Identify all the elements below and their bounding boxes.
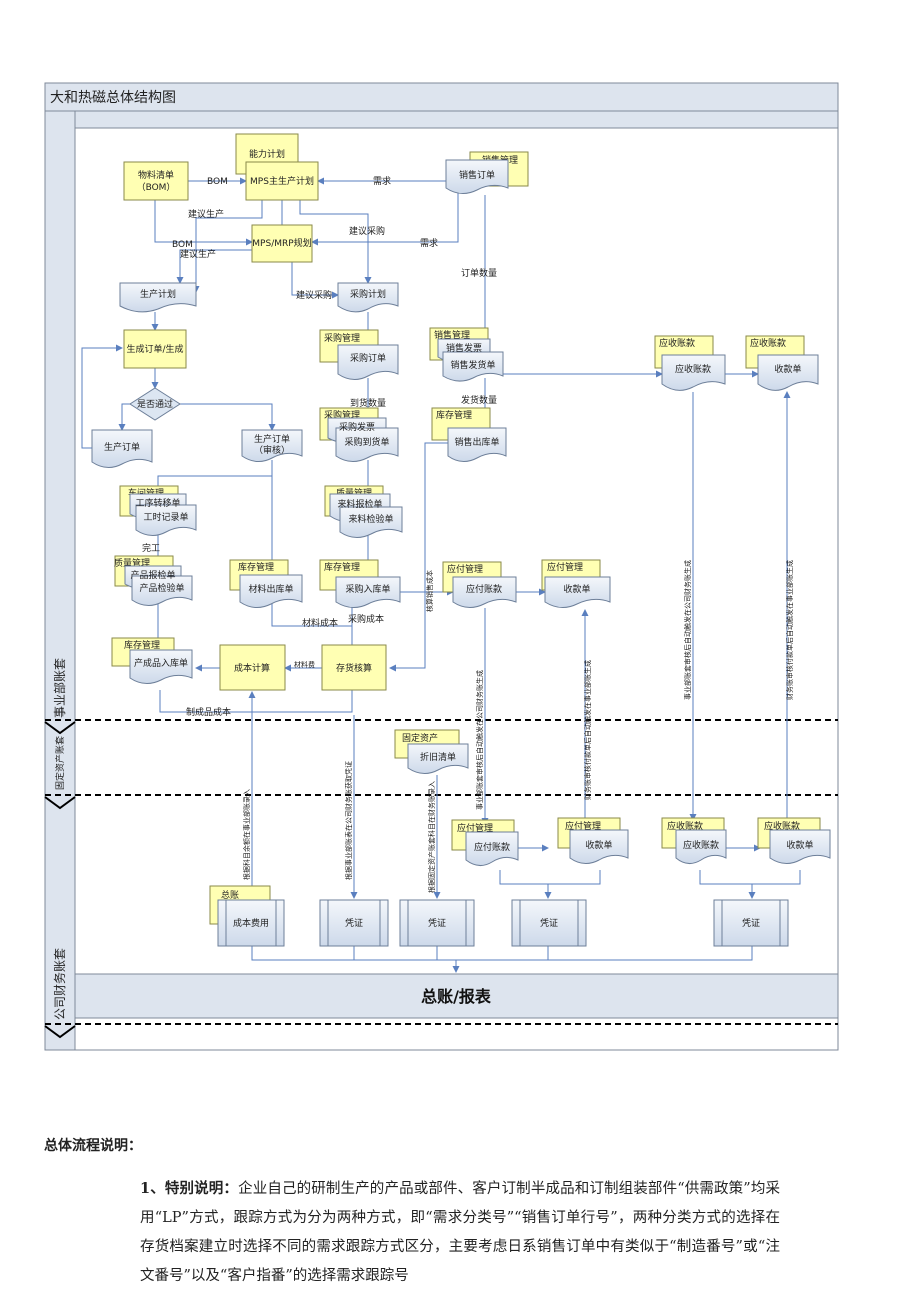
doc-depreciation: 折旧清单 (420, 751, 456, 763)
tag-ar-mgmt1: 应收账款 (659, 337, 695, 349)
tag-purchase-mgmt: 采购管理 (324, 332, 360, 344)
tag-inventory-mgmt4: 库存管理 (124, 639, 160, 651)
create-order-node: 生成订单/生成 (126, 343, 183, 355)
structure-diagram: 大和热磁总体结构图 事业部账套 固定资产账套 公司财务账套 总账/报表 (44, 82, 839, 1051)
doc-purchase-invoice: 采购发票 (339, 421, 375, 433)
edge-suggest-production2: 建议生产 (180, 248, 216, 260)
doc-incoming-report: 来料报检单 (337, 498, 382, 510)
tag-ar-mgmt2: 应收账款 (750, 337, 786, 349)
doc-sales-invoice: 销售发票 (446, 342, 482, 354)
gl-report-bar (74, 973, 839, 1019)
doc-sales-outbound: 销售出库单 (454, 436, 499, 448)
doc-process-transfer: 工序转移单 (135, 497, 180, 509)
doc-purchase-plan: 采购计划 (350, 288, 386, 300)
edge-delivery-qty: 发货数量 (461, 394, 497, 406)
process-heading: 总体流程说明： (44, 1138, 142, 1154)
doc-sales-delivery: 销售发货单 (450, 359, 495, 371)
edge-v-voucher-import: 根据事业部账表在公司财务账获取凭证 (344, 761, 353, 880)
edge-material-cost: 材料成本 (302, 617, 338, 629)
tag-ar-mgmt3: 应收账款 (667, 820, 703, 832)
doc-receipt-1: 收款单 (774, 363, 801, 375)
doc-product-report: 产品报检单 (130, 569, 175, 581)
decision-label: 是否通过 (137, 398, 173, 410)
lane-fixed-assets: 固定资产账套 (54, 736, 66, 790)
doc-product-inspection: 产品检验单 (139, 582, 184, 594)
bom-node-l1: 物料清单 (138, 169, 174, 181)
tag-ap-mgmt1: 应付管理 (447, 563, 483, 575)
voucher-3: 凭证 (540, 917, 558, 929)
gl-report-label: 总账/报表 (421, 987, 492, 1006)
edge-v-ar-auto: 事业部账套审核后自动触发在公司财务账生成 (683, 560, 692, 700)
doc-sales-order: 销售订单 (459, 169, 495, 181)
doc-purchase-in: 采购入库单 (345, 583, 390, 595)
tag-ap-mgmt2: 应付管理 (547, 561, 583, 573)
tag-ap-mgmt3: 应付管理 (457, 822, 493, 834)
doc-purchase-order: 采购订单 (350, 352, 386, 364)
edge-v-fixed-asset: 根据固定资产账套科目在财务账录入 (427, 781, 436, 893)
edge-suggest-production: 建议生产 (188, 208, 224, 220)
edge-demand2: 需求 (420, 237, 438, 249)
doc-incoming-inspection: 来料检验单 (348, 513, 393, 525)
edge-order-qty: 订单数量 (461, 267, 497, 279)
decision-diamond (129, 387, 181, 421)
doc-payment-2: 收款单 (585, 839, 612, 851)
diagram-title: 大和热磁总体结构图 (50, 90, 176, 106)
edge-sales-cost: 核算销售成本 (425, 570, 434, 612)
edge-v-cost-entry: 根据科目余额在事业部账录入 (242, 789, 251, 880)
voucher-1: 凭证 (345, 917, 363, 929)
tag-fixed-asset: 固定资产 (402, 732, 438, 744)
tag-sales-mgmt2: 销售管理 (434, 329, 470, 341)
tag-ar-mgmt4: 应收账款 (764, 820, 800, 832)
edge-v-ap-auto: 事业部账套审核后自动触发在公司财务账生成 (475, 670, 484, 810)
edge-material-fee: 材料费 (294, 660, 315, 669)
doc-receipt-2: 收款单 (786, 839, 813, 851)
tag-inventory-mgmt1: 库存管理 (436, 409, 472, 421)
tag-ap-mgmt4: 应付管理 (565, 820, 601, 832)
doc-material-out: 材料出库单 (248, 583, 293, 595)
doc-purchase-arrival: 采购到货单 (344, 436, 389, 448)
paragraph-body: 企业自己的研制生产的产品或部件、客户订制半成品和订制组装部件“供需政策”均采用“… (140, 1181, 780, 1284)
lane-company: 公司财务账套 (52, 948, 67, 1020)
mps-mrp-node: MPS/MRP规划 (252, 237, 311, 249)
edge-suggest-purchase2: 建议采购 (296, 289, 332, 301)
process-paragraph-1: 1、特别说明：企业自己的研制生产的产品或部件、客户订制半成品和订制组装部件“供需… (140, 1174, 780, 1291)
doc-work-hours: 工时记录单 (143, 511, 188, 523)
voucher-4: 凭证 (742, 917, 760, 929)
doc-prod-order-audit-1: 生产订单 (254, 433, 290, 445)
cost-expense-box: 成本费用 (233, 917, 269, 929)
edge-suggest-purchase: 建议采购 (349, 225, 385, 237)
doc-product-in: 产成品入库单 (134, 657, 188, 669)
edge-v-pay-auto: 财务账审核付款单后自动触发在事业部账生成 (583, 660, 592, 800)
doc-prod-order-left: 生产订单 (104, 441, 140, 453)
edge-v-rec-auto: 财务账审核付款单后自动触发在事业部账生成 (785, 560, 794, 700)
lane-business: 事业部账套 (52, 658, 67, 718)
tag-inventory-mgmt2: 库存管理 (238, 561, 274, 573)
doc-ap-2: 应付账款 (474, 841, 510, 853)
edge-demand: 需求 (373, 175, 391, 187)
edge-arrival-qty: 到货数量 (350, 397, 386, 409)
doc-ap-1: 应付账款 (466, 583, 502, 595)
capacity-plan: 能力计划 (249, 148, 285, 160)
tag-inventory-mgmt3: 库存管理 (324, 561, 360, 573)
edge-purchase-cost: 采购成本 (348, 613, 384, 625)
edge-bom: BOM (207, 177, 228, 187)
doc-payment-1: 收款单 (563, 583, 590, 595)
paragraph-label: 1、特别说明： (140, 1180, 239, 1197)
voucher-2: 凭证 (428, 917, 446, 929)
bom-node-l2: （BOM） (137, 182, 176, 193)
title-bar (44, 82, 839, 112)
doc-production-plan: 生产计划 (140, 288, 176, 300)
edge-finish: 完工 (142, 542, 160, 554)
inventory-acct-node: 存货核算 (336, 662, 372, 674)
cost-calc-node: 成本计算 (234, 662, 270, 674)
tag-general-ledger: 总账 (221, 889, 239, 901)
doc-ar-1: 应收账款 (675, 363, 711, 375)
edge-bom2: BOM (172, 240, 193, 250)
edge-finished-cost: 制成品成本 (186, 706, 231, 718)
doc-prod-order-audit-2: （审核） (254, 444, 290, 456)
mps-node: MPS主生产计划 (250, 175, 314, 187)
doc-ar-2: 应收账款 (683, 839, 719, 851)
